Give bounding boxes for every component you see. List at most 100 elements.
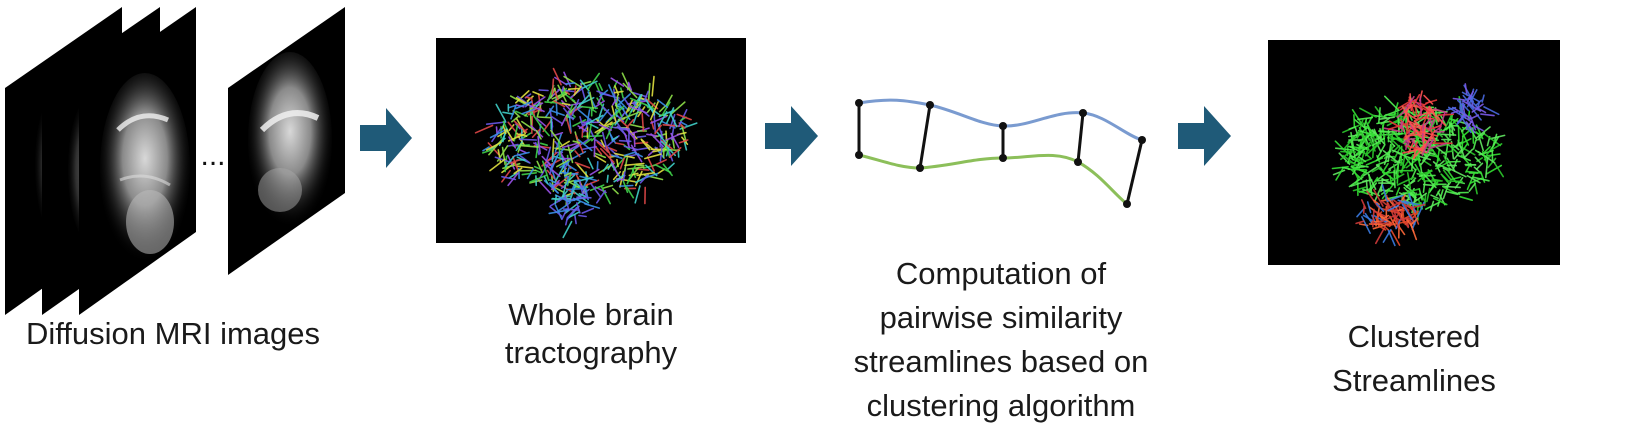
fiber-stroke: [554, 194, 572, 204]
fiber-stroke: [1356, 207, 1365, 218]
fiber-stroke: [529, 174, 547, 183]
fiber-stroke: [1372, 137, 1375, 159]
fiber-stroke: [544, 105, 555, 118]
fiber-stroke: [1461, 131, 1470, 146]
fiber-stroke: [1458, 102, 1464, 115]
fiber-stroke: [1378, 116, 1395, 120]
fiber-stroke: [1381, 162, 1389, 174]
fiber-stroke: [614, 85, 620, 96]
fiber-stroke: [650, 133, 665, 148]
fiber-stroke: [510, 105, 517, 120]
fiber-stroke: [1351, 109, 1364, 126]
fiber-stroke: [572, 140, 581, 144]
fiber-stroke: [649, 101, 659, 121]
fiber-stroke: [1363, 118, 1368, 128]
fiber-stroke: [565, 167, 570, 179]
fiber-stroke: [1372, 208, 1375, 228]
fiber-stroke: [1485, 164, 1503, 175]
fiber-stroke: [1471, 103, 1484, 113]
fiber-stroke: [1468, 182, 1476, 192]
caption-line: Streamlines: [1332, 363, 1496, 398]
fiber-stroke: [507, 133, 527, 142]
fiber-stroke: [1383, 109, 1400, 117]
fiber-stroke: [1353, 114, 1356, 128]
fiber-stroke: [514, 90, 530, 104]
fiber-stroke: [627, 110, 642, 118]
fiber-stroke: [1383, 155, 1388, 165]
fiber-stroke: [600, 186, 612, 205]
fiber-stroke: [1365, 131, 1378, 137]
fiber-stroke: [573, 179, 582, 182]
fiber-stroke: [643, 90, 650, 103]
fiber-stroke: [538, 89, 549, 92]
fiber-stroke: [619, 157, 625, 170]
fiber-stroke: [1366, 201, 1372, 214]
fiber-stroke: [1403, 155, 1417, 171]
fiber-stroke: [1413, 111, 1435, 118]
fiber-stroke: [1361, 199, 1367, 210]
fiber-stroke: [1382, 124, 1386, 145]
fiber-stroke: [548, 157, 564, 167]
fiber-stroke: [612, 187, 619, 195]
fiber-stroke: [1373, 199, 1380, 206]
fiber-stroke: [1410, 203, 1426, 209]
fiber-stroke: [515, 165, 534, 169]
fiber-stroke: [646, 133, 658, 137]
fiber-stroke: [1388, 120, 1405, 131]
fiber-stroke: [1388, 122, 1408, 130]
fiber-stroke: [1348, 156, 1364, 165]
fiber-stroke: [564, 194, 570, 212]
fiber-stroke: [639, 173, 650, 184]
fiber-stroke: [1396, 176, 1415, 186]
fiber-stroke: [1378, 225, 1387, 231]
fiber-stroke: [653, 112, 657, 134]
fiber-stroke: [1453, 148, 1463, 160]
fiber-stroke: [659, 144, 664, 162]
fiber-stroke: [619, 87, 624, 99]
fiber-stroke: [1365, 141, 1371, 155]
fiber-stroke: [535, 117, 547, 127]
fiber-stroke: [549, 155, 559, 171]
fiber-stroke: [1428, 105, 1436, 115]
fiber-stroke: [565, 82, 576, 85]
fiber-stroke: [665, 130, 668, 142]
fiber-stroke: [1428, 119, 1436, 132]
fiber-stroke: [657, 168, 666, 175]
fiber-stroke: [616, 97, 630, 112]
fiber-stroke: [620, 120, 629, 129]
fiber-stroke: [1465, 121, 1476, 134]
fiber-stroke: [608, 84, 618, 103]
fiber-stroke: [616, 93, 632, 107]
fiber-stroke: [627, 118, 635, 127]
fiber-stroke: [589, 182, 601, 197]
fiber-stroke: [538, 124, 550, 137]
fiber-stroke: [670, 101, 686, 116]
fiber-stroke: [1435, 160, 1451, 170]
fiber-stroke: [551, 169, 556, 180]
fiber-stroke: [1466, 172, 1475, 191]
fiber-stroke: [654, 124, 662, 135]
fiber-stroke: [636, 172, 656, 177]
fiber-stroke: [573, 176, 594, 183]
fiber-stroke: [665, 107, 675, 124]
fiber-stroke: [1376, 120, 1391, 125]
fiber-stroke: [589, 184, 605, 192]
fiber-stroke: [629, 97, 649, 107]
fiber-stroke: [626, 164, 637, 185]
fiber-stroke: [613, 174, 625, 183]
fiber-stroke: [563, 172, 572, 177]
fiber-stroke: [1375, 150, 1392, 162]
fiber-stroke: [1381, 184, 1388, 201]
fiber-stroke: [1353, 118, 1367, 130]
caption-line: Clustered: [1347, 319, 1481, 354]
fiber-stroke: [574, 150, 581, 158]
fiber-stroke: [661, 139, 673, 150]
fiber-stroke: [1399, 157, 1406, 169]
fiber-stroke: [663, 139, 669, 151]
fiber-stroke: [1371, 166, 1382, 173]
caption-similarity: Computation of pairwise similarity strea…: [826, 252, 1176, 428]
fiber-stroke: [1458, 138, 1472, 146]
fiber-stroke: [1431, 178, 1441, 182]
fiber-stroke: [633, 132, 636, 148]
fiber-stroke: [485, 141, 502, 151]
